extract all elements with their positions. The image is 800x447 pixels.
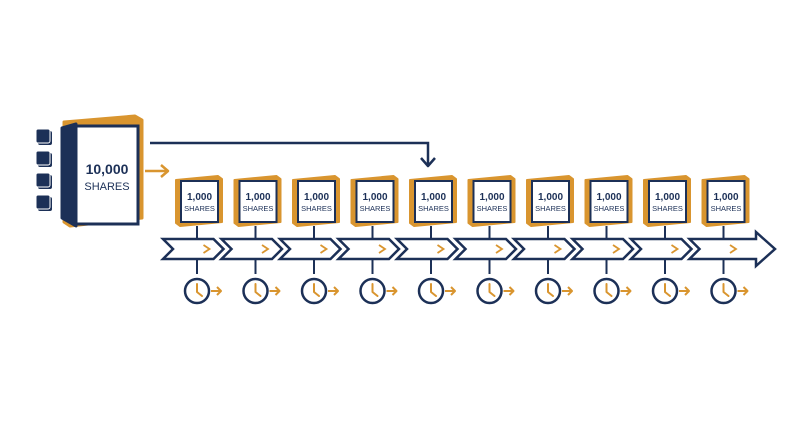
tranche-amount: 1,000 — [362, 192, 387, 203]
tranche-block-face — [297, 180, 336, 223]
main-block-spine — [60, 122, 78, 228]
small-block-icon-front — [35, 150, 51, 166]
clock-arrow-icon — [242, 277, 281, 305]
timeline-segment — [159, 237, 226, 261]
tranche-amount: 1,000 — [596, 192, 621, 203]
timeline-inner-chevron — [203, 244, 212, 254]
interval-clocks — [183, 226, 749, 305]
timeline-inner-chevron — [495, 244, 504, 254]
small-block-icon-front — [35, 172, 51, 188]
main-block-unit: SHARES — [84, 181, 129, 193]
clock-arrow-icon — [710, 277, 749, 305]
timeline-segment — [218, 237, 284, 261]
timeline-segment — [335, 237, 401, 261]
timeline-inner-chevron — [612, 244, 621, 254]
small-block-icon-front — [35, 128, 51, 144]
tranche-unit: SHARES — [243, 204, 274, 213]
side-blocks — [35, 128, 52, 211]
timeline-inner-chevron — [320, 244, 329, 254]
timeline-inner-chevron — [378, 244, 387, 254]
timeline-segment — [393, 237, 460, 261]
tranche-amount: 1,000 — [187, 192, 212, 203]
tranche-unit: SHARES — [301, 204, 332, 213]
tranche-unit: SHARES — [711, 204, 742, 213]
timeline-segment — [510, 237, 577, 261]
tranche-amount: 1,000 — [304, 192, 329, 203]
tranche-unit: SHARES — [535, 204, 566, 213]
small-block-icon-front — [35, 194, 51, 210]
main-block-arrow — [145, 164, 170, 178]
tranche-block-face — [355, 180, 395, 223]
tranche-block-face — [531, 180, 570, 223]
clock-arrow-icon — [417, 277, 456, 305]
tranche-block-face — [238, 180, 278, 223]
tranche-unit: SHARES — [477, 204, 508, 213]
tranche-amount: 1,000 — [655, 192, 680, 203]
tranche-amount: 1,000 — [245, 192, 270, 203]
clock-arrow-icon — [183, 277, 222, 305]
clock-arrow-icon — [593, 277, 632, 305]
tranche-unit: SHARES — [184, 204, 215, 213]
tranche-block-face — [180, 180, 219, 223]
clock-arrow-icon — [476, 277, 515, 305]
timeline-inner-chevron — [671, 244, 680, 254]
tranche-unit: SHARES — [418, 204, 449, 213]
timeline-inner-chevron — [261, 244, 270, 254]
tranche-block-face — [414, 180, 453, 223]
main-share-block: 10,000 SHARES — [60, 114, 144, 228]
tranche-block-face — [706, 180, 746, 223]
tranche-amount: 1,000 — [713, 192, 738, 203]
timeline-inner-chevron — [729, 244, 738, 254]
timeline-segment — [686, 229, 777, 269]
main-block-amount: 10,000 — [86, 161, 129, 177]
tranche-amount: 1,000 — [421, 192, 446, 203]
tranche-unit: SHARES — [360, 204, 391, 213]
clock-arrow-icon — [534, 277, 573, 305]
clock-arrow-icon — [651, 277, 690, 305]
tranche-unit: SHARES — [594, 204, 625, 213]
timeline-segment — [276, 237, 343, 261]
clock-arrow-icon — [359, 277, 398, 305]
tranche-amount: 1,000 — [538, 192, 563, 203]
main-block-face — [74, 124, 140, 226]
tranche-block-face — [648, 180, 687, 223]
timeline-inner-chevron — [437, 244, 446, 254]
release-arrow — [150, 141, 436, 168]
tranche-blocks: 1,000SHARES1,000SHARES1,000SHARES1,000SH… — [175, 175, 750, 227]
timeline-segment — [627, 237, 694, 261]
timeline-inner-chevron — [554, 244, 563, 254]
timeline-arrow — [159, 229, 777, 269]
tranche-block-face — [589, 180, 629, 223]
tranche-unit: SHARES — [652, 204, 683, 213]
clock-arrow-icon — [300, 277, 339, 305]
tranche-block-face — [472, 180, 512, 223]
timeline-segment — [569, 237, 635, 261]
tranche-amount: 1,000 — [479, 192, 504, 203]
timeline-segment — [452, 237, 518, 261]
